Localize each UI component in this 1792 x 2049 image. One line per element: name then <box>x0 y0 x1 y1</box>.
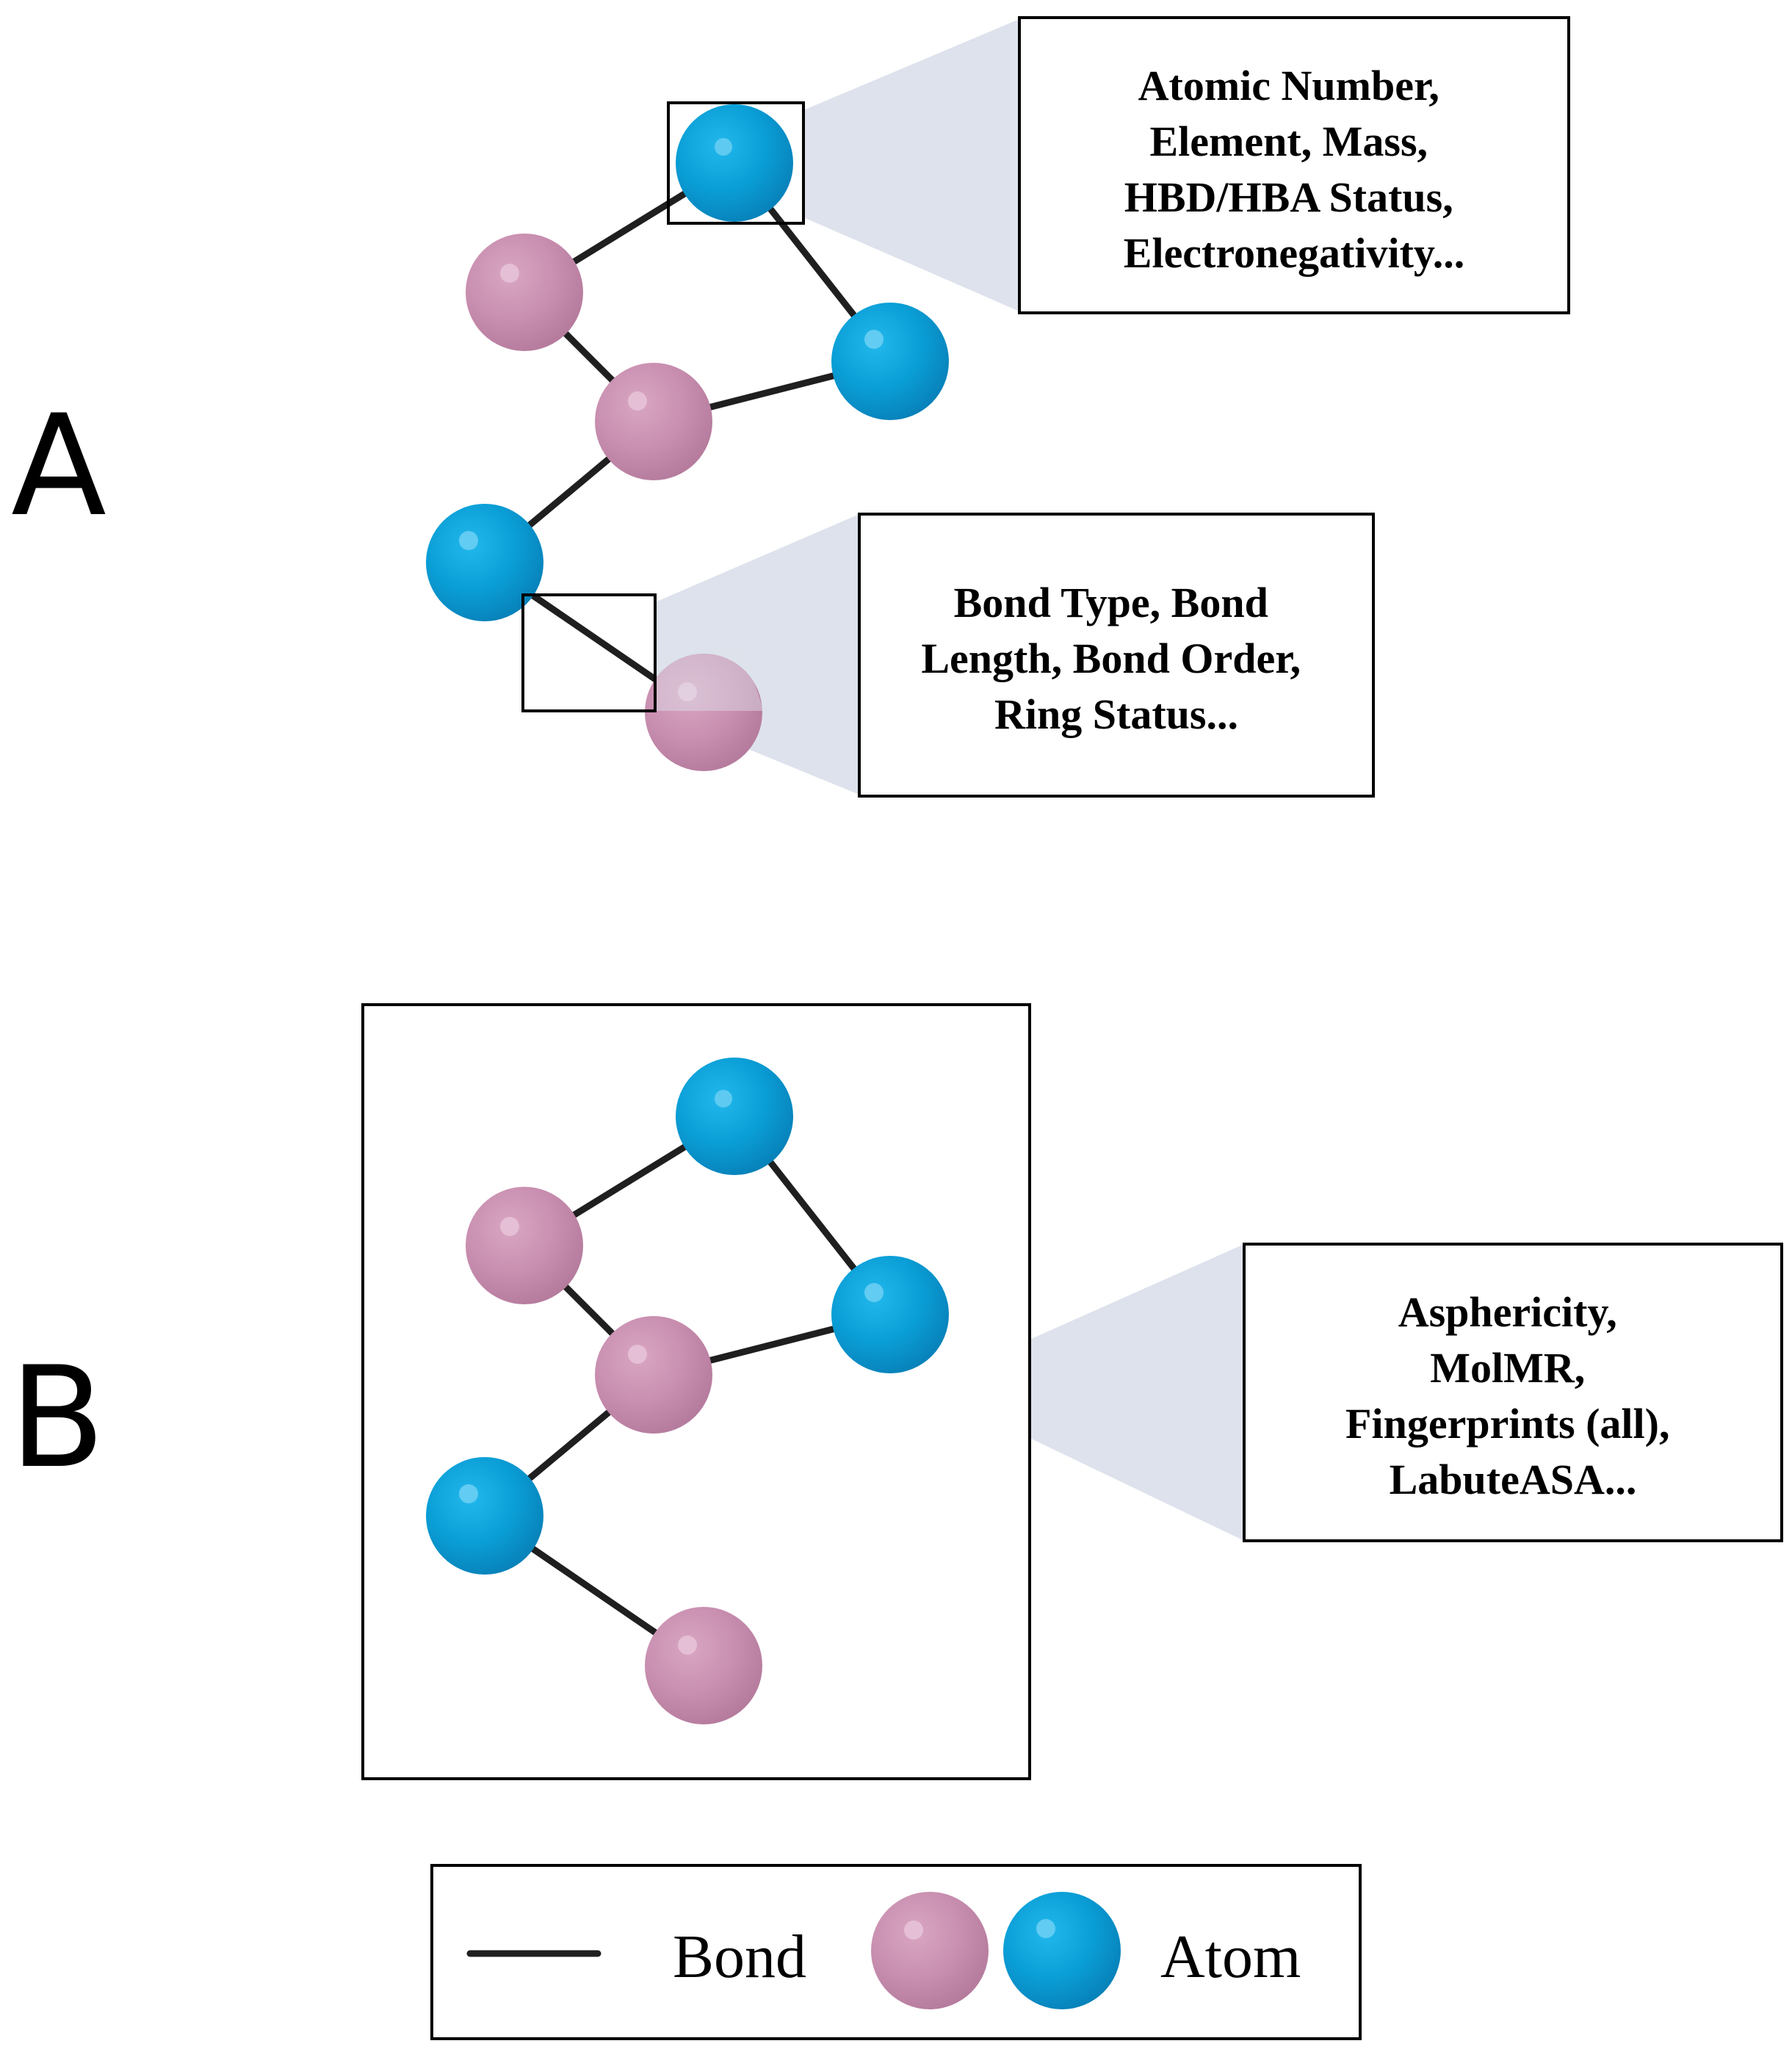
panel-b-label: B <box>10 1337 105 1499</box>
legend-atom-pink <box>871 1892 989 2009</box>
atom-blue <box>831 1256 949 1373</box>
molecule-feature-line: Fingerprints (all), <box>1345 1400 1669 1448</box>
bond-callout-overlay <box>655 645 764 711</box>
atom-feature-line: Electronegativity... <box>1124 229 1464 277</box>
atom-pink <box>595 363 712 480</box>
molecule-feature-line: Asphericity, <box>1398 1288 1617 1336</box>
atom-blue <box>426 504 543 621</box>
atom-pink <box>645 1607 762 1724</box>
panel-b: B <box>10 1003 1783 1780</box>
atom-callout-wedge <box>803 19 1019 311</box>
atom-blue <box>676 104 793 222</box>
legend-atom-label: Atom <box>1160 1923 1301 1991</box>
atom-pink <box>466 1187 583 1304</box>
atom-pink <box>466 234 583 351</box>
molecule-feature-line: LabuteASA... <box>1390 1456 1637 1503</box>
legend-bond-label: Bond <box>673 1923 806 1991</box>
atom-zoom-box <box>667 101 805 225</box>
atom-features-box: Atomic Number, Element, Mass, HBD/HBA St… <box>1018 16 1570 314</box>
molecule-a-atoms <box>426 104 949 771</box>
atom-blue <box>676 1058 793 1175</box>
legend-atom-blue <box>1003 1892 1121 2009</box>
bond-zoom-box <box>521 593 657 712</box>
bond-feature-line: Ring Status... <box>994 690 1238 738</box>
atom-features-text: Atomic Number, Element, Mass, HBD/HBA St… <box>1124 62 1464 277</box>
molecule-b-atoms <box>426 1058 949 1724</box>
molecule-features-text: Asphericity, MolMR, Fingerprints (all), … <box>1345 1288 1680 1503</box>
atom-feature-line: Element, Mass, <box>1149 118 1428 165</box>
molecule-feature-line: MolMR, <box>1430 1344 1585 1392</box>
panel-a: A <box>11 16 1570 798</box>
atom-blue <box>831 303 949 420</box>
legend: Bond Atom <box>430 1864 1362 2040</box>
atom-pink <box>595 1316 712 1434</box>
panel-a-label: A <box>11 385 106 547</box>
bond-feature-line: Bond Type, Bond <box>954 579 1268 626</box>
bond-feature-line: Length, Bond Order, <box>921 635 1301 682</box>
bond-features-text: Bond Type, Bond Length, Bond Order, Ring… <box>921 579 1311 738</box>
molecule-features-box: Asphericity, MolMR, Fingerprints (all), … <box>1243 1243 1783 1542</box>
bond-features-box: Bond Type, Bond Length, Bond Order, Ring… <box>858 513 1375 798</box>
atom-feature-line: HBD/HBA Status, <box>1124 173 1453 221</box>
molecule-callout-wedge <box>1030 1244 1244 1541</box>
atom-pink <box>645 654 762 771</box>
atom-feature-line: Atomic Number, <box>1138 62 1439 109</box>
atom-blue <box>426 1457 543 1575</box>
